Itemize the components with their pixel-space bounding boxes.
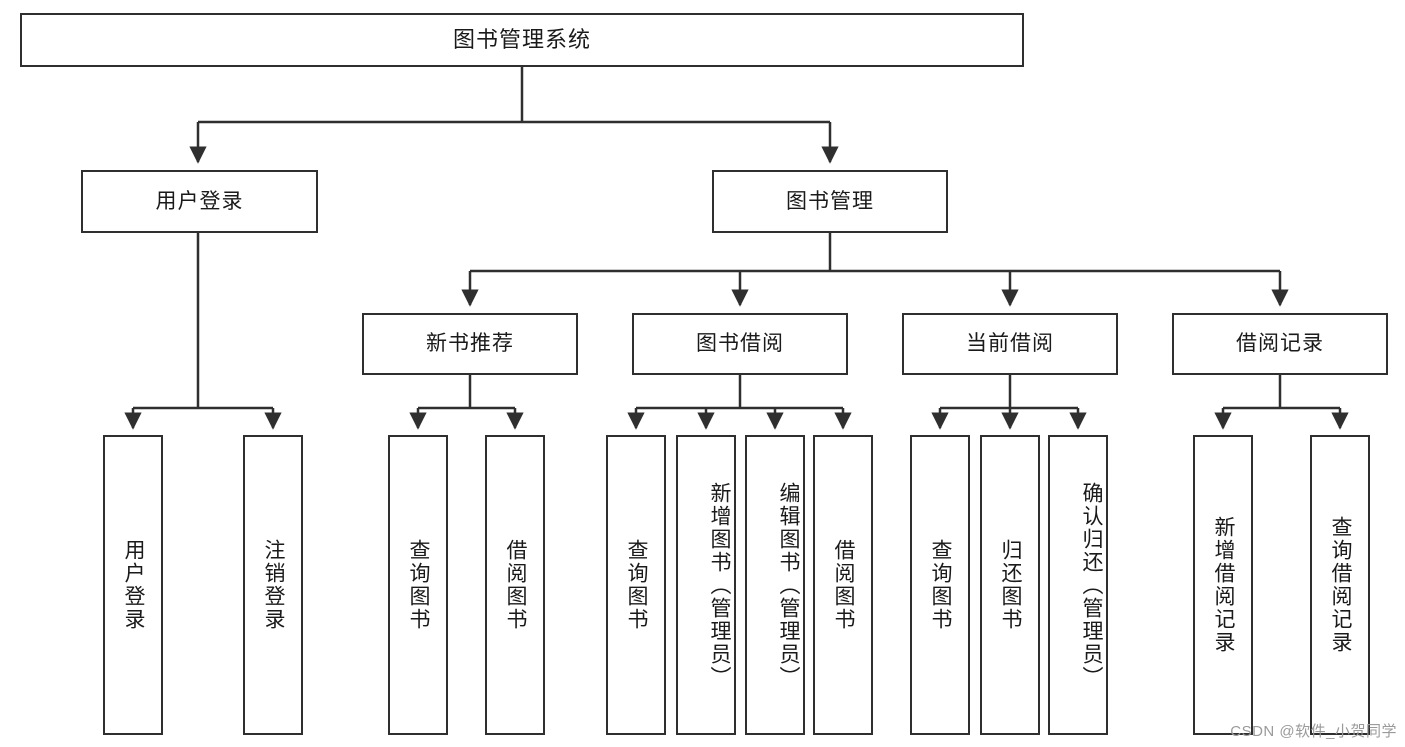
node-leaf-confirm-return[interactable]: 确认归还（管理员） (1048, 435, 1108, 735)
node-leaf-logout[interactable]: 注销登录 (243, 435, 303, 735)
node-leaf-edit-book-label: 编辑图书（管理员） (777, 481, 800, 689)
watermark: CSDN @软件_小贺同学 (1230, 723, 1397, 740)
node-leaf-return-book-label: 归还图书 (999, 539, 1022, 631)
node-leaf-query-book-recommend-label: 查询图书 (407, 539, 430, 631)
node-leaf-return-book[interactable]: 归还图书 (980, 435, 1040, 735)
node-leaf-query-borrow-record-label: 查询借阅记录 (1329, 516, 1352, 654)
node-borrow-record[interactable]: 借阅记录 (1172, 313, 1388, 375)
node-borrow-record-label: 借阅记录 (1236, 332, 1324, 356)
node-leaf-query-book-current[interactable]: 查询图书 (910, 435, 970, 735)
node-user-login-group-label: 用户登录 (155, 189, 244, 213)
node-leaf-add-borrow-record-label: 新增借阅记录 (1212, 516, 1235, 654)
node-leaf-add-borrow-record[interactable]: 新增借阅记录 (1193, 435, 1253, 735)
node-leaf-logout-label: 注销登录 (262, 539, 285, 631)
node-leaf-query-borrow-record[interactable]: 查询借阅记录 (1310, 435, 1370, 735)
node-leaf-borrow-book-recommend[interactable]: 借阅图书 (485, 435, 545, 735)
node-leaf-query-book-borrow[interactable]: 查询图书 (606, 435, 666, 735)
node-current-borrow[interactable]: 当前借阅 (902, 313, 1118, 375)
node-book-manage-group[interactable]: 图书管理 (712, 170, 948, 233)
node-leaf-user-login-label: 用户登录 (122, 539, 145, 631)
node-root[interactable]: 图书管理系统 (20, 13, 1024, 67)
node-leaf-borrow-book-recommend-label: 借阅图书 (504, 539, 527, 631)
node-leaf-query-book-current-label: 查询图书 (929, 539, 952, 631)
node-book-manage-group-label: 图书管理 (786, 189, 874, 213)
node-new-book-recommend-label: 新书推荐 (426, 332, 514, 356)
node-leaf-add-book-label: 新增图书（管理员） (708, 481, 731, 689)
node-leaf-confirm-return-label: 确认归还（管理员） (1080, 481, 1103, 689)
node-leaf-query-book-recommend[interactable]: 查询图书 (388, 435, 448, 735)
node-leaf-user-login[interactable]: 用户登录 (103, 435, 163, 735)
node-book-borrow-label: 图书借阅 (696, 332, 784, 356)
node-leaf-borrow-book-borrow[interactable]: 借阅图书 (813, 435, 873, 735)
node-leaf-borrow-book-borrow-label: 借阅图书 (832, 539, 855, 631)
node-leaf-edit-book[interactable]: 编辑图书（管理员） (745, 435, 805, 735)
node-root-label: 图书管理系统 (452, 26, 591, 52)
node-book-borrow[interactable]: 图书借阅 (632, 313, 848, 375)
node-leaf-query-book-borrow-label: 查询图书 (625, 539, 648, 631)
node-leaf-add-book[interactable]: 新增图书（管理员） (676, 435, 736, 735)
node-new-book-recommend[interactable]: 新书推荐 (362, 313, 578, 375)
node-current-borrow-label: 当前借阅 (966, 332, 1054, 356)
node-user-login-group[interactable]: 用户登录 (81, 170, 318, 233)
